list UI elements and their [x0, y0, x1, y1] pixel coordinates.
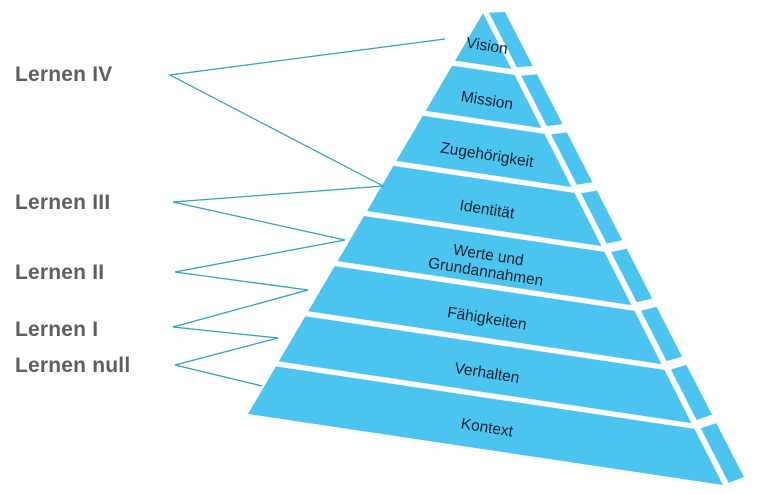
pyramid-level-3-face	[396, 115, 572, 188]
pyramid-level-8-face	[248, 366, 723, 485]
pyramid-level-1-side-face	[489, 12, 533, 68]
connector-zigzag-line	[167, 38, 446, 387]
pyramid-level-2-face	[425, 65, 542, 129]
pyramid-level-8-side-face	[700, 423, 744, 483]
pyramid-level-label: Vision	[465, 35, 509, 58]
pyramid-level-2-side-face	[521, 74, 563, 126]
pyramid-level-3-side-face	[551, 132, 593, 185]
side-label-lernen-ii: Lernen II	[15, 261, 105, 284]
pyramid-level-7-face	[278, 316, 692, 424]
pyramid-level-1-face	[455, 13, 512, 69]
side-label-lernen-iv: Lernen IV	[15, 63, 113, 86]
pyramid-level-6-side-face	[641, 306, 683, 362]
pyramid-level-6-face	[308, 266, 662, 365]
side-label-lernen-iii: Lernen III	[15, 191, 111, 214]
pyramid-level-5-face	[337, 216, 632, 306]
side-label-lernen-i: Lernen I	[15, 318, 99, 341]
pyramid-level-4-side-face	[581, 190, 623, 244]
pyramid-level-7-side-face	[670, 364, 712, 420]
side-label-lernen-null: Lernen null	[15, 354, 131, 377]
pyramid-level-5-side-face	[611, 248, 653, 303]
pyramid: VisionMissionZugehörigkeitIdentitätWerte…	[248, 12, 744, 485]
pyramid-level-4-face	[367, 165, 602, 247]
